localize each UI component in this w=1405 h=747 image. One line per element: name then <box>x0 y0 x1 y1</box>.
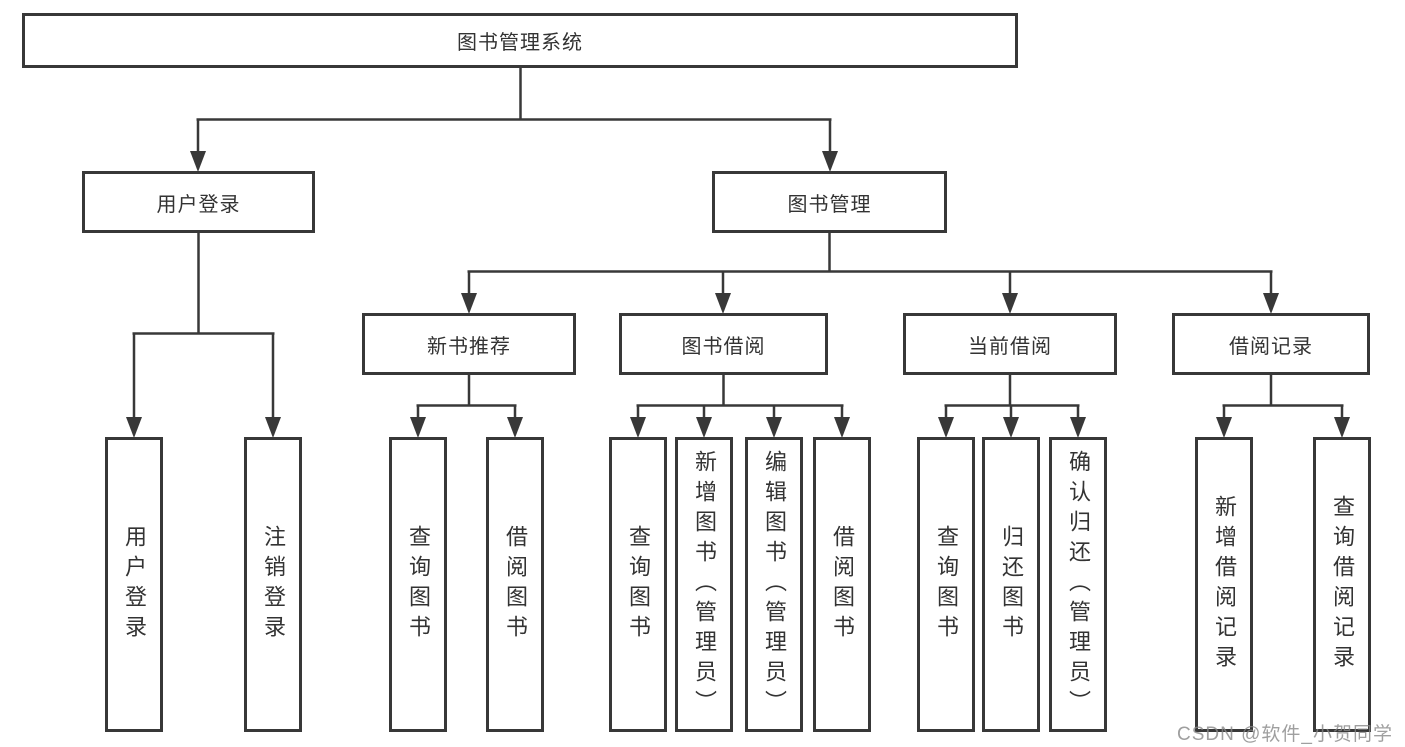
leaf-logout-label: 注销登录 <box>261 524 286 645</box>
node-borrowing-records: 借阅记录 <box>1172 313 1370 375</box>
leaf-logout: 注销登录 <box>244 437 302 732</box>
leaf-confirm-return-admin: 确认归还（管理员） <box>1049 437 1107 732</box>
leaf-borrow-books-2-label: 借阅图书 <box>830 524 855 645</box>
leaf-user-login: 用户登录 <box>105 437 163 732</box>
watermark: CSDN @软件_小贺同学 <box>1177 724 1393 745</box>
leaf-user-login-label: 用户登录 <box>122 524 147 645</box>
leaf-add-books-admin: 新增图书（管理员） <box>675 437 733 732</box>
leaf-query-books-2: 查询图书 <box>609 437 667 732</box>
node-new-book-recommend-label: 新书推荐 <box>427 335 511 358</box>
leaf-borrow-books-1-label: 借阅图书 <box>503 524 528 645</box>
leaf-edit-books-admin-label: 编辑图书（管理员） <box>762 449 787 720</box>
node-root-label: 图书管理系统 <box>457 32 583 54</box>
leaf-add-borrow-record-label: 新增借阅记录 <box>1212 494 1237 675</box>
node-root: 图书管理系统 <box>22 13 1018 68</box>
node-book-borrowing: 图书借阅 <box>619 313 828 375</box>
node-book-borrowing-label: 图书借阅 <box>681 335 766 358</box>
leaf-borrow-books-1: 借阅图书 <box>486 437 544 732</box>
node-borrowing-records-label: 借阅记录 <box>1229 335 1313 358</box>
leaf-borrow-books-2: 借阅图书 <box>813 437 871 732</box>
node-user-login: 用户登录 <box>82 171 315 233</box>
node-current-borrowing: 当前借阅 <box>903 313 1117 375</box>
leaf-query-borrow-record: 查询借阅记录 <box>1313 437 1371 732</box>
node-new-book-recommend: 新书推荐 <box>362 313 576 375</box>
leaf-query-books-1-label: 查询图书 <box>406 524 431 645</box>
leaf-query-books-2-label: 查询图书 <box>626 524 651 645</box>
leaf-confirm-return-admin-label: 确认归还（管理员） <box>1066 449 1091 720</box>
leaf-edit-books-admin: 编辑图书（管理员） <box>745 437 803 732</box>
arrowheads <box>126 151 1350 438</box>
node-book-management: 图书管理 <box>712 171 947 233</box>
leaf-return-books-label: 归还图书 <box>999 524 1024 645</box>
node-current-borrowing-label: 当前借阅 <box>968 335 1052 358</box>
leaf-return-books: 归还图书 <box>982 437 1040 732</box>
leaf-query-books-3: 查询图书 <box>917 437 975 732</box>
leaf-add-borrow-record: 新增借阅记录 <box>1195 437 1253 732</box>
node-user-login-label: 用户登录 <box>156 193 241 216</box>
node-book-management-label: 图书管理 <box>787 193 872 216</box>
leaf-query-books-3-label: 查询图书 <box>934 524 959 645</box>
leaf-query-books-1: 查询图书 <box>389 437 447 732</box>
leaf-add-books-admin-label: 新增图书（管理员） <box>692 449 717 720</box>
leaf-query-borrow-record-label: 查询借阅记录 <box>1330 494 1355 675</box>
